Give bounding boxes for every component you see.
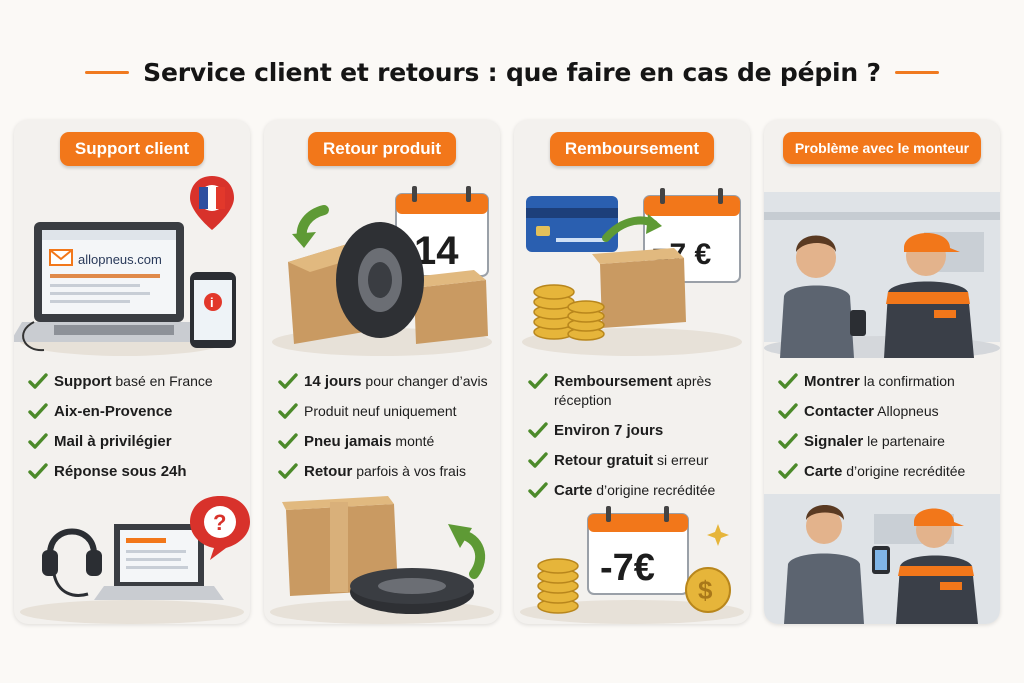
svg-text:allopneus.com: allopneus.com (78, 252, 162, 267)
coins-calendar-dollar-icon: -7€ $ (520, 506, 744, 624)
list-item: Carte d’origine recréditée (778, 462, 996, 481)
check-icon (28, 402, 48, 420)
list-item: Remboursement après réception (528, 372, 746, 410)
list-item: Aix-en-Provence (28, 402, 246, 421)
list-item: Environ 7 jours (528, 421, 746, 440)
checklist: Support basé en France Aix-en-Provence M… (28, 372, 246, 492)
box-tire-return-icon (270, 496, 494, 624)
check-icon (278, 402, 298, 420)
check-icon (28, 462, 48, 480)
panel-heading: Retour produit (307, 132, 457, 166)
check-icon (28, 372, 48, 390)
svg-text:$: $ (698, 575, 713, 605)
check-icon (278, 372, 298, 390)
svg-text:?: ? (213, 510, 226, 535)
list-item: Produit neuf uniquement (278, 402, 496, 421)
panel-support-client: allopneus.com i Support client Support b… (14, 120, 250, 624)
title-rule-left (85, 70, 130, 74)
list-item: 14 jours pour changer d’avis (278, 372, 496, 391)
laptop-phone-france-icon: allopneus.com i (14, 176, 236, 356)
panel-heading: Support client (59, 132, 205, 166)
panel-remboursement: =7 € Remboursement Remboursement après r… (514, 120, 750, 624)
panel-heading: Problème avec le monteur (782, 132, 982, 164)
list-item: Carte d’origine recréditée (528, 481, 746, 500)
card-coins-calendar-icon: =7 € (522, 188, 742, 356)
checklist: 14 jours pour changer d’avis Produit neu… (278, 372, 496, 492)
check-icon (778, 372, 798, 390)
page-header: Service client et retours : que faire en… (0, 52, 1024, 92)
tire-box-calendar-icon: 14 (272, 186, 492, 356)
list-item: Mail à privilégier (28, 432, 246, 451)
check-icon (28, 432, 48, 450)
check-icon (778, 462, 798, 480)
customer-mechanic-garage-icon (764, 192, 1000, 358)
check-icon (528, 372, 548, 390)
check-icon (528, 421, 548, 439)
list-item: Signaler le partenaire (778, 432, 996, 451)
customer-mechanic-phone-icon (764, 494, 1000, 624)
check-icon (278, 462, 298, 480)
page-title: Service client et retours : que faire en… (143, 57, 881, 87)
panel-probleme-monteur: Problème avec le monteur Montrer la conf… (764, 120, 1000, 624)
checklist: Remboursement après réception Environ 7 … (528, 372, 746, 511)
check-icon (778, 402, 798, 420)
list-item: Support basé en France (28, 372, 246, 391)
panel-heading: Remboursement (549, 132, 715, 166)
panel-retour-produit: 14 Retour produit 14 jours pour changer … (264, 120, 500, 624)
list-item: Retour gratuit si erreur (528, 451, 746, 470)
headset-laptop-question-icon: ? (20, 496, 250, 624)
svg-text:-7€: -7€ (600, 547, 655, 589)
svg-text:i: i (210, 295, 214, 310)
check-icon (528, 451, 548, 469)
list-item: Contacter Allopneus (778, 402, 996, 421)
check-icon (778, 432, 798, 450)
list-item: Montrer la confirmation (778, 372, 996, 391)
check-icon (278, 432, 298, 450)
list-item: Retour parfois à vos frais (278, 462, 496, 481)
list-item: Pneu jamais monté (278, 432, 496, 451)
list-item: Réponse sous 24h (28, 462, 246, 481)
checklist: Montrer la confirmation Contacter Allopn… (778, 372, 996, 492)
title-rule-right (894, 70, 939, 74)
check-icon (528, 481, 548, 499)
